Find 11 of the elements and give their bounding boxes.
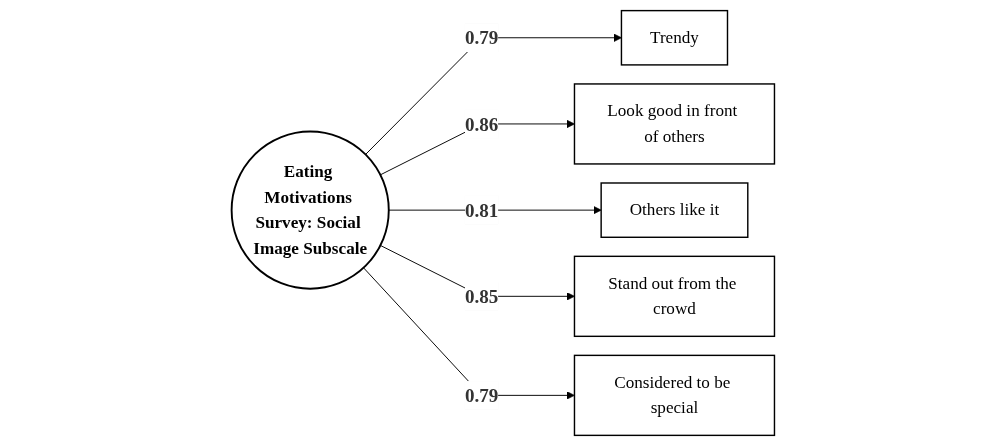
edge-label: 0.85: [465, 285, 499, 307]
edge-label: 0.79: [465, 384, 499, 406]
node-box: Look good in front of others: [574, 83, 776, 165]
node-box: Others like it: [600, 182, 749, 238]
node-box: Stand out from the crowd: [574, 255, 776, 338]
edge-label: 0.86: [465, 113, 499, 135]
edge-label: 0.81: [465, 199, 499, 221]
edge-label: 0.79: [465, 27, 499, 49]
node-circle: Eating Motivations Survey: Social Image Subscale: [231, 130, 391, 290]
node-box: Trendy: [621, 9, 729, 66]
node-box: Considered to be special: [574, 354, 776, 437]
